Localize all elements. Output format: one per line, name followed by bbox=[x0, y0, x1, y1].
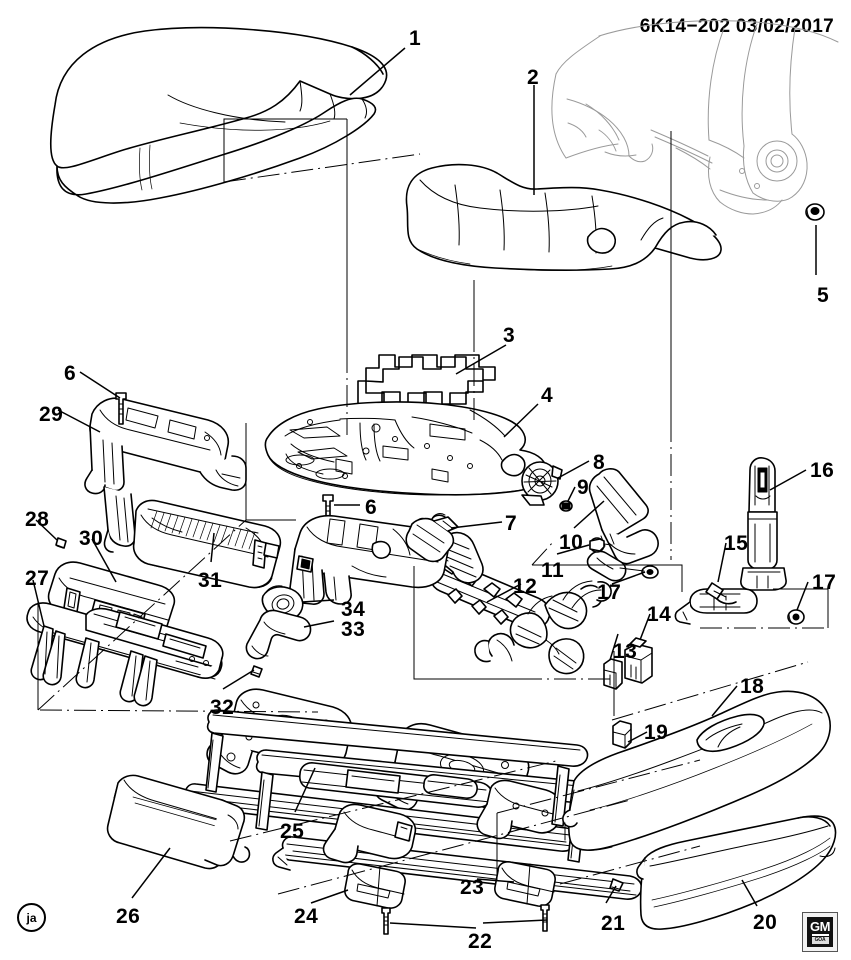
callout-22[interactable]: 22 bbox=[468, 930, 493, 953]
part-22-bolt-right bbox=[540, 904, 550, 932]
callout-24[interactable]: 24 bbox=[294, 905, 319, 928]
callout-13[interactable]: 13 bbox=[613, 640, 638, 663]
part-6-screw-left bbox=[115, 392, 127, 425]
callout-1[interactable]: 1 bbox=[409, 27, 422, 50]
gm-logo-subtext: GOA bbox=[811, 936, 829, 944]
part-9-nut bbox=[559, 500, 573, 512]
callout-33[interactable]: 33 bbox=[341, 618, 366, 641]
callout-32[interactable]: 32 bbox=[210, 696, 235, 719]
callout-18[interactable]: 18 bbox=[740, 675, 765, 698]
callout-17-right[interactable]: 17 bbox=[812, 571, 837, 594]
part-10-seat-belt-guide bbox=[586, 468, 659, 582]
callout-10[interactable]: 10 bbox=[559, 531, 584, 554]
callout-15[interactable]: 15 bbox=[724, 532, 749, 555]
part-11-bolt bbox=[589, 537, 613, 553]
part-25-seat-adjuster-track-assembly bbox=[175, 688, 643, 900]
callout-25[interactable]: 25 bbox=[280, 820, 305, 843]
gm-logo-text: GM bbox=[810, 919, 830, 935]
ghost-seat-back-structure bbox=[551, 20, 839, 215]
part-8-recliner-motor bbox=[521, 461, 563, 506]
gm-logo-inner: GM GOA bbox=[807, 917, 833, 947]
callout-6-left[interactable]: 6 bbox=[64, 362, 77, 385]
draftsman-initials-mark: ja bbox=[17, 903, 46, 932]
callout-16[interactable]: 16 bbox=[810, 459, 835, 482]
part-19-clip bbox=[612, 720, 632, 749]
callout-21[interactable]: 21 bbox=[601, 912, 626, 935]
part-24-track-cover-cap-left bbox=[344, 863, 406, 909]
part-20-lower-seat-trim-panel bbox=[636, 815, 837, 930]
callout-34[interactable]: 34 bbox=[341, 598, 366, 621]
callout-14[interactable]: 14 bbox=[647, 603, 672, 626]
part-26-outer-seat-trim-panel bbox=[106, 774, 251, 870]
part-13-harness-clip bbox=[603, 658, 623, 690]
callout-12[interactable]: 12 bbox=[513, 575, 538, 598]
part-27-seat-frame-rail bbox=[26, 602, 224, 707]
part-12-seat-wiring-harness bbox=[415, 513, 612, 675]
part-23-track-cover-cap-right bbox=[494, 861, 556, 907]
gm-logo-divider bbox=[811, 934, 829, 936]
callout-27[interactable]: 27 bbox=[25, 567, 50, 590]
callout-31[interactable]: 31 bbox=[198, 569, 223, 592]
callout-8[interactable]: 8 bbox=[593, 451, 606, 474]
gm-logo: GM GOA bbox=[802, 912, 838, 952]
callout-20[interactable]: 20 bbox=[753, 911, 778, 934]
part-2-seat-cushion-pad bbox=[405, 163, 722, 271]
callout-28[interactable]: 28 bbox=[25, 508, 50, 531]
part-4-seat-cushion-pan bbox=[264, 401, 547, 496]
callout-4[interactable]: 4 bbox=[541, 384, 554, 407]
callout-7[interactable]: 7 bbox=[505, 512, 518, 535]
callout-3[interactable]: 3 bbox=[503, 324, 516, 347]
callout-30[interactable]: 30 bbox=[79, 527, 104, 550]
callout-6-mid[interactable]: 6 bbox=[365, 496, 378, 519]
part-28-screw bbox=[55, 537, 67, 549]
part-22-bolt-left bbox=[381, 907, 391, 935]
part-14-harness-retainer bbox=[624, 637, 653, 684]
assembly-phantom-lines bbox=[37, 118, 829, 895]
part-7-adjuster-handle-bracket bbox=[285, 514, 459, 608]
part-33-cable-clamp bbox=[245, 609, 312, 660]
part-17-nut-right bbox=[787, 609, 805, 625]
part-5-nut bbox=[805, 203, 825, 221]
leader-lines bbox=[32, 47, 817, 929]
callout-19[interactable]: 19 bbox=[644, 721, 669, 744]
callout-26[interactable]: 26 bbox=[116, 905, 141, 928]
callout-2[interactable]: 2 bbox=[527, 66, 540, 89]
callout-17-left[interactable]: 17 bbox=[597, 581, 622, 604]
callout-9[interactable]: 9 bbox=[577, 476, 590, 499]
part-21-screw bbox=[609, 878, 624, 892]
part-1-seat-cushion-cover bbox=[50, 26, 388, 204]
callout-29[interactable]: 29 bbox=[39, 403, 64, 426]
callout-11[interactable]: 11 bbox=[541, 559, 565, 582]
part-29-side-shield-bracket bbox=[84, 397, 247, 553]
callout-23[interactable]: 23 bbox=[460, 876, 485, 899]
callout-5[interactable]: 5 bbox=[817, 284, 830, 307]
part-18-inner-seat-trim-panel bbox=[562, 690, 831, 851]
part-15-bolt bbox=[705, 582, 737, 605]
